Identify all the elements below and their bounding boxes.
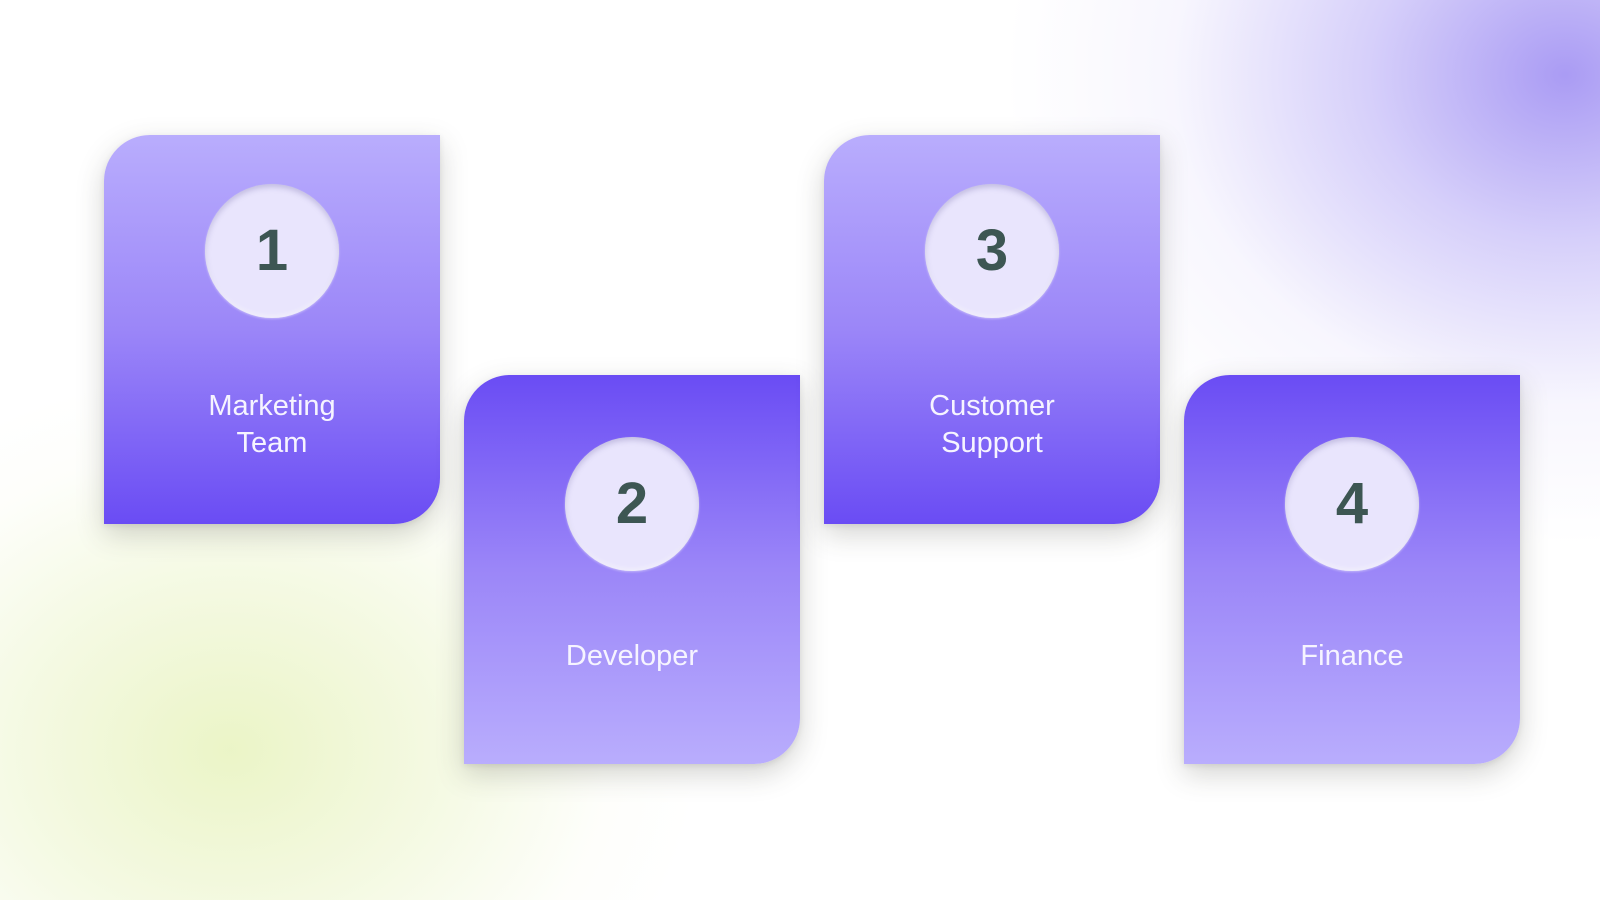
step-number-badge: 2 (565, 437, 699, 571)
step-number-badge: 3 (925, 184, 1059, 318)
step-number-badge: 4 (1285, 437, 1419, 571)
step-label: Finance (1300, 640, 1404, 672)
step-number: 3 (975, 218, 1009, 283)
step-card-finance: 4 Finance (1184, 375, 1520, 764)
step-card-developer: 2 Developer (464, 375, 800, 764)
step-card-customer-support: 3 Customer Support (824, 135, 1160, 524)
step-card-marketing-team: 1 Marketing Team (104, 135, 440, 524)
step-number: 1 (255, 218, 289, 283)
step-label: Customer Support (929, 390, 1055, 459)
step-number: 2 (615, 471, 649, 536)
step-number-badge: 1 (205, 184, 339, 318)
step-number: 4 (1335, 471, 1369, 536)
step-label: Developer (565, 640, 699, 672)
step-label: Marketing Team (208, 390, 336, 459)
